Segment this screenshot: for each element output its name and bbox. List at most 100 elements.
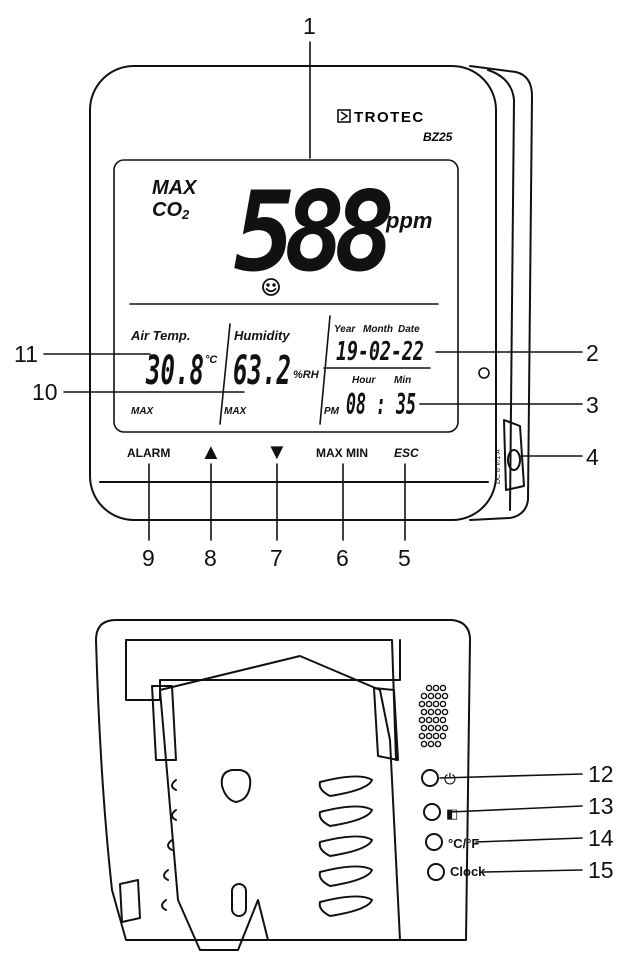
callout-2: 2 (586, 340, 599, 366)
lcd-window (113, 159, 459, 433)
hinge-left (151, 685, 177, 761)
callout-11: 11 (14, 341, 38, 367)
speaker-hole (434, 724, 442, 732)
speaker-hole (434, 740, 442, 748)
alarm-button[interactable]: ALARM (127, 446, 170, 460)
indicator-led (478, 367, 490, 379)
smiley-icon (262, 278, 280, 296)
callout-3: 3 (586, 392, 599, 418)
speaker-hole (425, 716, 433, 724)
speaker-hole (427, 740, 435, 748)
back-housing (95, 619, 471, 941)
speaker-hole (425, 700, 433, 708)
callout-9: 9 (142, 545, 155, 571)
speaker-hole (420, 708, 428, 716)
hour-label: Hour (352, 375, 376, 386)
date-label: Date (398, 324, 420, 335)
pm-label: PM (324, 406, 340, 417)
speaker-hole (441, 692, 449, 700)
backlight-button[interactable] (423, 803, 441, 821)
speaker-hole (432, 732, 440, 740)
speaker-hole (441, 724, 449, 732)
callout-1: 1 (303, 13, 316, 39)
speaker-hole (439, 684, 447, 692)
esc-button[interactable]: ESC (394, 446, 419, 460)
callout-8: 8 (204, 545, 217, 571)
speaker-hole (427, 724, 435, 732)
callout-6: 6 (336, 545, 349, 571)
hinge-right (373, 687, 399, 761)
brand-logo: TROTEC BZ25 (337, 109, 453, 144)
power-icon: ⏻ (444, 771, 456, 788)
speaker-hole (425, 684, 433, 692)
speaker-grille (418, 684, 449, 748)
speaker-hole (439, 732, 447, 740)
speaker-hole (420, 740, 428, 748)
speaker-hole (420, 724, 428, 732)
air-temp-label: Air Temp. (130, 328, 190, 343)
year-label: Year (334, 324, 356, 335)
speaker-hole (439, 700, 447, 708)
month-label: Month (363, 324, 393, 335)
callout-15: 15 (588, 857, 614, 883)
speaker-hole (434, 708, 442, 716)
time-value: 08 : 35 (346, 388, 416, 421)
speaker-hole (420, 692, 428, 700)
keyhole-mount (220, 769, 252, 803)
callout-7: 7 (270, 545, 283, 571)
power-jack-label: DC 6 V/1 A (495, 449, 502, 484)
device-body (89, 65, 497, 521)
leader-lines (43, 41, 583, 873)
front-view (89, 65, 533, 521)
callout-14: 14 (588, 825, 614, 851)
power-button[interactable] (421, 769, 439, 787)
speaker-hole (418, 700, 426, 708)
co2-value: 588 (234, 168, 391, 296)
vent-slots-left (161, 779, 177, 911)
unit-toggle-button[interactable] (425, 833, 443, 851)
down-button[interactable]: ▼ (266, 439, 288, 464)
speaker-hole (432, 716, 440, 724)
back-housing-inner (125, 639, 401, 701)
air-temp-unit: °C (205, 354, 218, 366)
humidity-label: Humidity (234, 328, 290, 343)
device-side-inner (487, 69, 515, 511)
max-min-button[interactable]: MAX MIN (316, 446, 368, 460)
model-name: BZ25 (423, 130, 453, 144)
speaker-hole (427, 708, 435, 716)
callout-4: 4 (586, 444, 599, 470)
speaker-hole (441, 708, 449, 716)
air-temp-value: 30.8 (145, 348, 204, 394)
date-value: 19-02-22 (336, 337, 424, 367)
humidity-max: MAX (224, 406, 248, 417)
speaker-hole (418, 716, 426, 724)
vent-slots-right (318, 775, 373, 917)
co2-label: CO2 (152, 199, 190, 222)
callout-12: 12 (588, 761, 614, 787)
lcd-divider-hum-clock (319, 315, 331, 425)
callout-10: 10 (32, 379, 58, 405)
humidity-unit: %RH (293, 369, 320, 381)
foot-left (119, 879, 141, 923)
air-temp-max: MAX (131, 406, 155, 417)
up-button[interactable]: ▲ (200, 439, 222, 464)
unit-toggle-label: °C/°F (448, 836, 479, 851)
humidity-value: 63.2 (233, 348, 291, 394)
back-upper-frame (125, 639, 397, 761)
speaker-hole (432, 700, 440, 708)
clock-button[interactable] (427, 863, 445, 881)
speaker-hole (432, 684, 440, 692)
kickstand (159, 655, 401, 951)
speaker-hole (425, 732, 433, 740)
slot-mount (231, 883, 247, 917)
speaker-hole (418, 732, 426, 740)
callout-13: 13 (588, 793, 614, 819)
clock-label: Clock (450, 864, 486, 879)
speaker-hole (439, 716, 447, 724)
co2-max-label: MAX (152, 177, 198, 199)
callout-5: 5 (398, 545, 411, 571)
lcd-divider-temp-hum (219, 323, 231, 425)
device-side (469, 65, 533, 521)
min-label: Min (394, 375, 411, 386)
